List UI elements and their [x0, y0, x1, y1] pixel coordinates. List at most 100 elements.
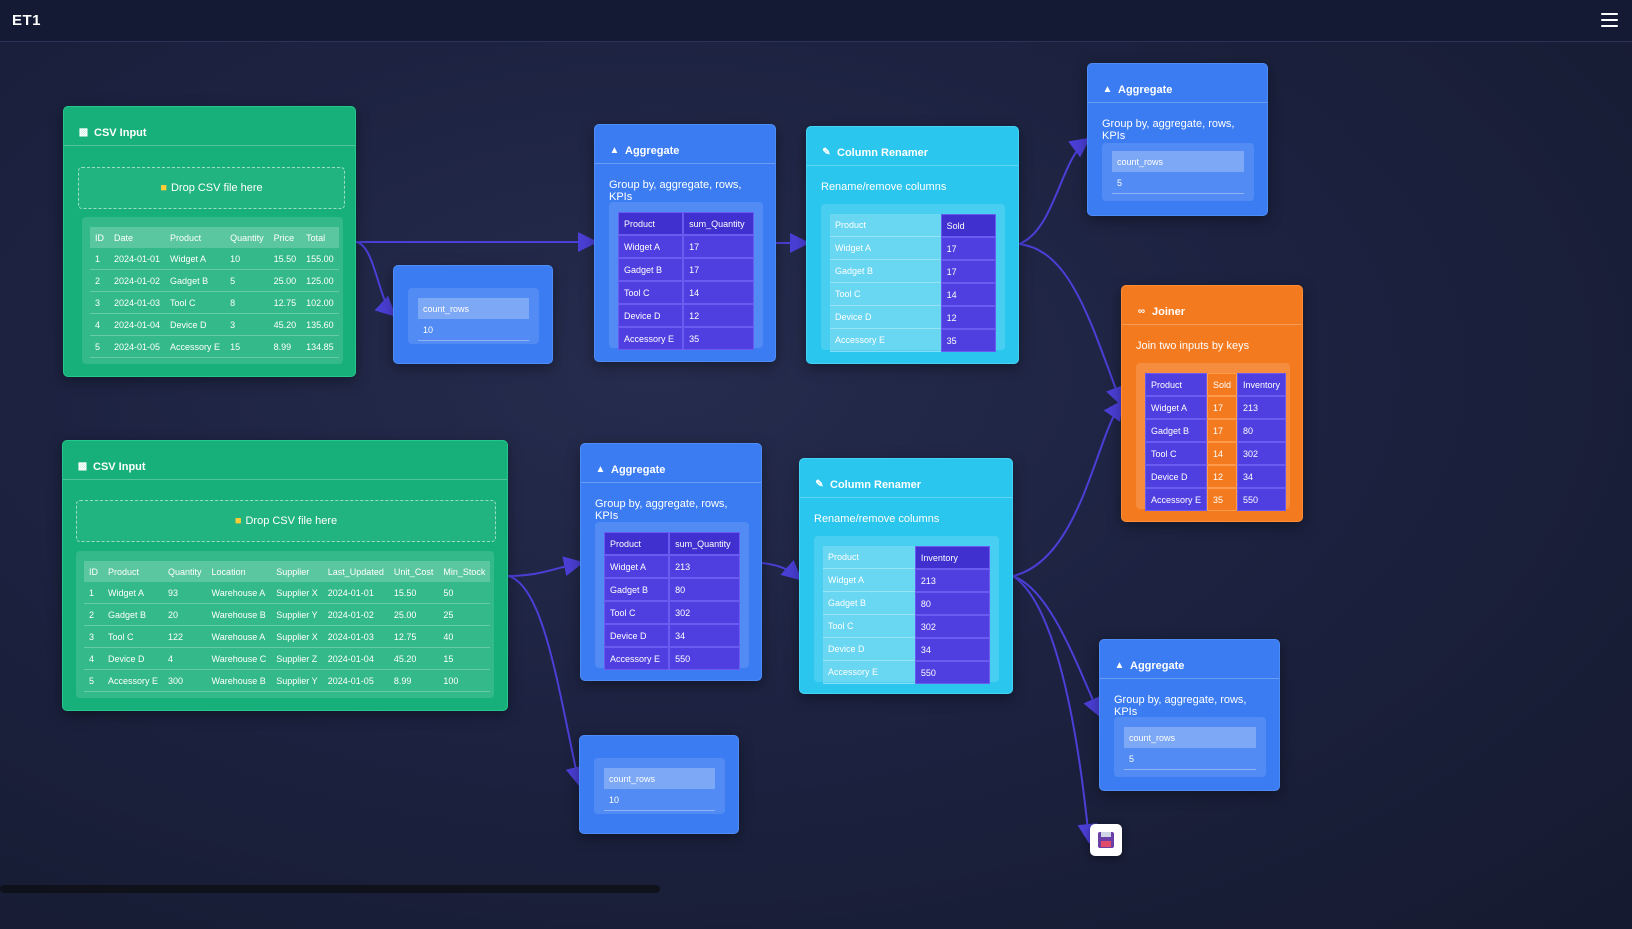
- column-renamer-node-2[interactable]: ✎ Column Renamer Rename/remove columns P…: [799, 458, 1013, 694]
- column-renamer-node-1[interactable]: ✎ Column Renamer Rename/remove columns P…: [806, 126, 1019, 364]
- table-cell: 2024-01-03: [109, 292, 166, 314]
- table-cell: 5: [84, 670, 103, 692]
- node-description: Group by, aggregate, rows, KPIs: [609, 179, 742, 203]
- table-cell: Tool C: [103, 626, 164, 648]
- table-cell: 12: [683, 304, 754, 327]
- table-cell: 5: [90, 336, 109, 358]
- table-cell: 15.50: [388, 582, 439, 604]
- count-rows-value: 5: [1124, 748, 1256, 770]
- table-cell: 25: [438, 604, 491, 626]
- table-cell: Warehouse C: [206, 648, 272, 670]
- edge-csv1-count1: [355, 241, 396, 317]
- floppy-disk-icon: [1098, 832, 1114, 848]
- table-cell: Device D: [604, 624, 670, 647]
- table-cell: 40: [438, 626, 491, 648]
- aggregate-node-bottom[interactable]: ▲ Aggregate Group by, aggregate, rows, K…: [1099, 639, 1280, 791]
- table-cell: 50: [438, 582, 491, 604]
- table-cell: Accessory E: [1145, 488, 1208, 511]
- save-button[interactable]: [1090, 824, 1122, 856]
- table-cell: Device D: [165, 314, 226, 336]
- csv-dropzone[interactable]: ■ Drop CSV file here: [78, 167, 345, 209]
- column-header: Quantity: [225, 227, 269, 248]
- trend-chart-icon: ▲: [1102, 83, 1113, 95]
- count-rows-node-2[interactable]: count_rows 10: [579, 735, 739, 834]
- table-cell: Widget A: [604, 555, 670, 578]
- aggregate-node-top[interactable]: ▲ Aggregate Group by, aggregate, rows, K…: [1087, 63, 1268, 216]
- edge-renamer2-joiner: [1012, 399, 1124, 577]
- table-cell: 2024-01-05: [322, 670, 389, 692]
- table-cell: 2024-01-02: [109, 270, 166, 292]
- node-description: Group by, aggregate, rows, KPIs: [1102, 118, 1235, 142]
- table-cell: Device D: [830, 306, 941, 329]
- table-cell: 80: [914, 592, 990, 615]
- table-cell: Accessory E: [830, 329, 941, 352]
- table-cell: Tool C: [1145, 442, 1208, 465]
- table-cell: 2024-01-03: [322, 626, 389, 648]
- node-description: Join two inputs by keys: [1136, 340, 1250, 352]
- table-cell: 14: [683, 281, 754, 304]
- node-title: Column Renamer: [830, 478, 922, 491]
- table-cell: Tool C: [823, 615, 915, 638]
- table-cell: Widget A: [1145, 396, 1208, 419]
- node-description: Group by, aggregate, rows, KPIs: [1114, 694, 1247, 718]
- joiner-node[interactable]: ∞ Joiner Join two inputs by keys Product…: [1121, 285, 1303, 522]
- count-rows-header: count_rows: [1124, 727, 1256, 748]
- table-cell: 34: [669, 624, 740, 647]
- table-cell: Gadget B: [1145, 419, 1208, 442]
- aggregate-node-1[interactable]: ▲ Aggregate Group by, aggregate, rows, K…: [594, 124, 776, 362]
- table-cell: Gadget B: [823, 592, 915, 615]
- table-cell: Supplier X: [271, 582, 323, 604]
- table-cell: Accessory E: [165, 336, 226, 358]
- table-cell: 2024-01-04: [322, 648, 389, 670]
- column-header: Location: [206, 561, 272, 582]
- table-cell: 4: [163, 648, 207, 670]
- csv-dropzone[interactable]: ■ Drop CSV file here: [76, 500, 496, 542]
- aggregate-node-2[interactable]: ▲ Aggregate Group by, aggregate, rows, K…: [580, 443, 762, 681]
- table-cell: 1: [84, 582, 103, 604]
- table-cell: 93: [163, 582, 207, 604]
- chart-icon: ▩: [77, 460, 88, 472]
- node-title: Aggregate: [1130, 659, 1185, 672]
- count-rows-node-1[interactable]: count_rows 10: [393, 265, 553, 364]
- node-description: Rename/remove columns: [821, 181, 947, 193]
- hamburger-menu-icon[interactable]: [1601, 13, 1618, 27]
- table-cell: 14: [940, 283, 996, 306]
- table-cell: 302: [669, 601, 740, 624]
- column-header: Quantity: [163, 561, 207, 582]
- dropzone-label: Drop CSV file here: [170, 182, 263, 194]
- table-cell: 34: [914, 638, 990, 661]
- table-cell: 25.00: [268, 270, 302, 292]
- table-cell: 2: [84, 604, 103, 626]
- edge-renamer2-aggbottom: [1012, 575, 1102, 718]
- table-cell: 17: [1207, 419, 1238, 442]
- count-rows-table: count_rows 5: [1112, 151, 1244, 194]
- edge-csv2-agg2: [507, 556, 584, 577]
- table-cell: Gadget B: [103, 604, 164, 626]
- table-cell: 3: [225, 314, 269, 336]
- table-cell: 80: [669, 578, 740, 601]
